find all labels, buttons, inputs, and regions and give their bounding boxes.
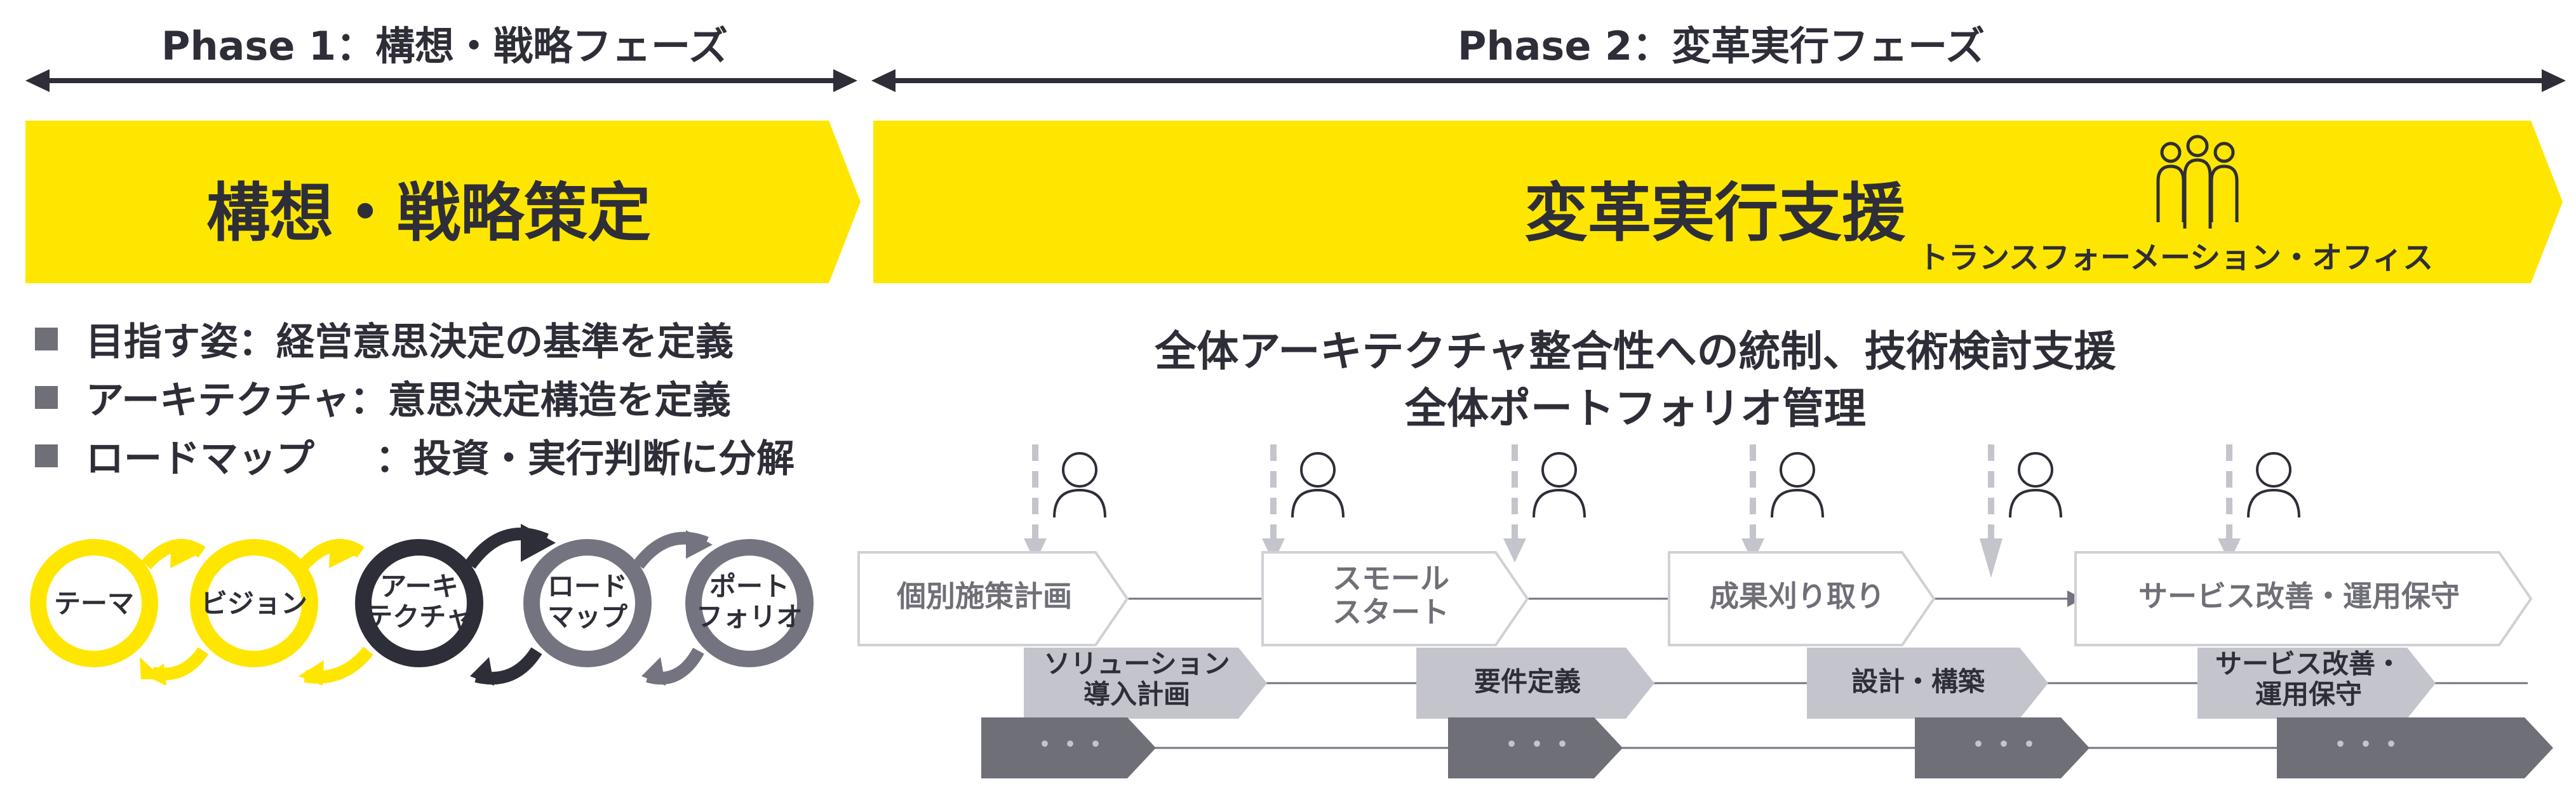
step-outline-2 xyxy=(1261,551,1529,646)
stakeholder-icons xyxy=(1053,452,2300,518)
person-icon xyxy=(2009,452,2062,518)
phase2-banner-title: 変革実行支援 xyxy=(1524,176,1905,250)
step-gray-4 xyxy=(2197,648,2436,719)
step-more-1: ・・・ xyxy=(1032,730,1108,759)
step-dark-3 xyxy=(1915,717,2090,778)
bullet-label: アーキテクチャ xyxy=(86,378,350,423)
bullet-text: ：意思決定構造を定義 xyxy=(349,378,731,423)
step-dark-2 xyxy=(1448,717,1623,778)
cycle-roadmap-label: ロード マップ xyxy=(547,571,627,633)
portfolio-heading: 全体ポートフォリオ管理 xyxy=(1405,384,1866,433)
step-solution-plan: ソリューション 導入計画 xyxy=(1043,648,1230,710)
cycle-portfolio xyxy=(641,539,814,686)
cycle-architecture xyxy=(299,524,556,686)
step-gray-1 xyxy=(1024,648,1267,719)
cycle-architecture-label: アーキ テクチャ xyxy=(366,571,473,633)
step-dark-1 xyxy=(981,717,1156,778)
cycle-theme-label: テーマ xyxy=(53,588,134,619)
bullet-architecture: アーキテクチャ ：意思決定構造を定義 xyxy=(35,370,731,425)
person-icon xyxy=(1533,452,1586,518)
step-outline-4 xyxy=(2074,551,2533,646)
phase2-span-arrow xyxy=(871,69,2566,92)
cycle-vision xyxy=(146,539,361,686)
step-individual-plan: 個別施策計画 xyxy=(897,579,1072,613)
phase-arrows xyxy=(25,69,2566,283)
person-icon xyxy=(2247,452,2300,518)
cycle-diagram xyxy=(30,524,814,686)
phase2-banner-shape xyxy=(873,121,2563,283)
step-dark-4 xyxy=(2277,717,2553,778)
person-icon xyxy=(1771,452,1824,518)
phase1-span-arrow xyxy=(25,69,857,92)
bullet-square xyxy=(35,327,58,350)
dashed-arrow-heads xyxy=(1024,538,2241,578)
step-service-improvement: サービス改善・運用保守 xyxy=(2138,579,2460,613)
step-small-start: スモール スタート xyxy=(1332,561,1449,629)
bullet-roadmap: ロードマップ ：投資・実行判断に分解 xyxy=(35,428,795,483)
bullet-square xyxy=(35,444,58,467)
step-requirements: 要件定義 xyxy=(1473,666,1581,697)
step-outline-1 xyxy=(857,551,1129,646)
cycle-portfolio-label: ポート フォリオ xyxy=(695,571,803,633)
person-icon xyxy=(1291,452,1345,518)
person-icon xyxy=(1053,452,1106,518)
dashed-arrows xyxy=(1032,444,2232,540)
cycle-vision-label: ビジョン xyxy=(200,588,307,619)
step-gray-3 xyxy=(1807,648,2048,719)
step-gray-2 xyxy=(1416,648,1654,719)
bullet-label: 目指す姿 xyxy=(86,320,238,364)
bullet-vision: 目指す姿 ：経営意思決定の基準を定義 xyxy=(35,311,734,366)
phase2-title: Phase 2：変革実行フェーズ xyxy=(1458,23,1985,69)
bullet-text: ：経営意思決定の基準を定義 xyxy=(238,320,734,364)
phase1-banner-title: 構想・戦略策定 xyxy=(206,176,651,250)
step-more-4: ・・・ xyxy=(2328,730,2404,759)
cycle-roadmap xyxy=(470,530,713,686)
step-more-3: ・・・ xyxy=(1966,730,2042,759)
governance-heading: 全体アーキテクチャ整合性への統制、技術検討支援 xyxy=(1155,327,2116,376)
step-outline-3 xyxy=(1668,551,1936,646)
step-more-2: ・・・ xyxy=(1499,730,1575,759)
bullet-label: ロードマップ xyxy=(86,437,314,481)
bullet-text: ：投資・実行判断に分解 xyxy=(375,437,795,481)
step-design-build: 設計・構築 xyxy=(1851,666,1985,697)
step-harvest: 成果刈り取り xyxy=(1710,579,1885,613)
team-icon xyxy=(2156,135,2239,229)
transformation-office-label: トランスフォーメーション・オフィス xyxy=(1918,240,2434,276)
step-service-maintenance: サービス改善・ 運用保守 xyxy=(2215,648,2402,710)
bullet-square xyxy=(35,385,58,409)
phase1-title: Phase 1：構想・戦略フェーズ xyxy=(161,23,728,69)
process-flow xyxy=(857,444,2553,778)
phase1-banner-shape xyxy=(25,121,861,283)
